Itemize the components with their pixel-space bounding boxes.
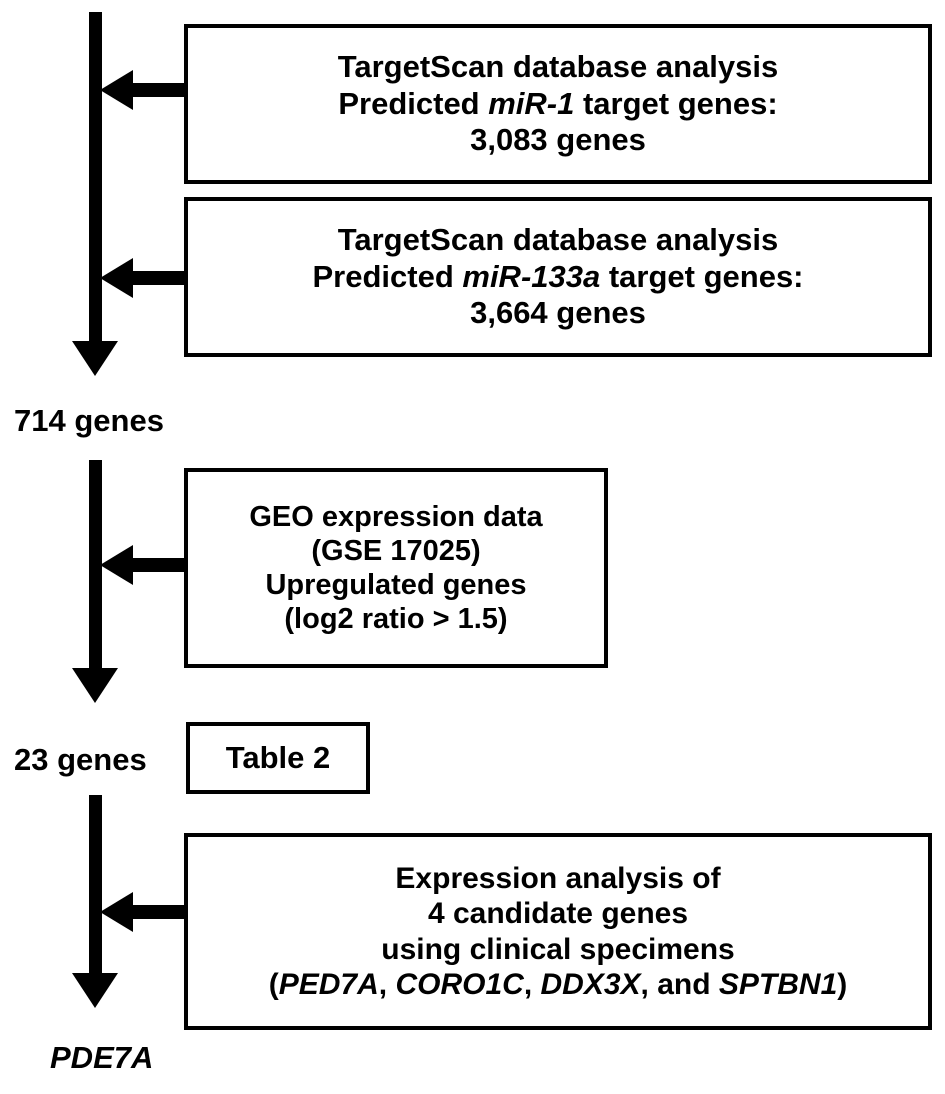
- box-expression-line2: 4 candidate genes: [427, 897, 689, 931]
- arrow-shaft: [128, 905, 188, 919]
- stage-label-23-genes: 23 genes: [14, 742, 147, 777]
- gene-separator-1: ,: [378, 967, 396, 1001]
- box-targetscan-mir1-count: 3,083 genes: [470, 122, 646, 158]
- gene-name-mir133a: miR-133a: [462, 258, 601, 294]
- box-targetscan-mir133a-line1: TargetScan database analysis: [337, 222, 779, 258]
- left-arrow-into-mir1-box: [100, 70, 186, 110]
- box-expression-gene-list: (PED7A, CORO1C, DDX3X, and SPTBN1): [269, 967, 848, 1002]
- gene-separator-2: ,: [523, 967, 541, 1001]
- box-expression-line1: Expression analysis of: [395, 861, 721, 895]
- predicted-prefix: Predicted: [338, 85, 489, 121]
- gene-name-ped7a: PED7A: [278, 967, 379, 1001]
- down-arrowhead-1: [72, 341, 118, 376]
- box-expression-line3: using clinical specimens: [381, 932, 735, 966]
- down-arrowhead-3: [72, 973, 118, 1008]
- vertical-arrow-stem-1: [89, 12, 102, 350]
- box-expression-analysis: Expression analysis of 4 candidate genes…: [184, 833, 932, 1030]
- vertical-arrow-stem-2: [89, 460, 102, 670]
- gene-name-mir1: miR-1: [488, 85, 575, 121]
- paren-close: ): [837, 967, 848, 1001]
- vertical-arrow-stem-3: [89, 795, 102, 975]
- arrow-shaft: [128, 558, 186, 572]
- box-targetscan-mir133a: TargetScan database analysis Predicted m…: [184, 197, 932, 357]
- gene-name-coro1c: CORO1C: [395, 967, 524, 1001]
- left-arrowhead: [100, 545, 133, 585]
- gene-name-ddx3x: DDX3X: [540, 967, 641, 1001]
- gene-separator-3: , and: [640, 967, 719, 1001]
- paren-open: (: [268, 967, 279, 1001]
- left-arrow-into-geo-box: [100, 545, 186, 585]
- left-arrowhead: [100, 892, 133, 932]
- box-targetscan-mir1-line1: TargetScan database analysis: [337, 49, 779, 85]
- left-arrow-into-expression-box: [100, 892, 188, 932]
- gene-name-sptbn1: SPTBN1: [718, 967, 838, 1001]
- left-arrowhead: [100, 258, 133, 298]
- stage-label-714-genes: 714 genes: [14, 403, 164, 438]
- final-gene-label-pde7a: PDE7A: [50, 1040, 154, 1075]
- box-targetscan-mir133a-line2: Predicted miR-133a target genes:: [312, 259, 803, 296]
- left-arrowhead: [100, 70, 133, 110]
- table-2-label: Table 2: [225, 739, 331, 775]
- box-geo-line1: GEO expression data: [249, 500, 543, 533]
- target-genes-suffix: target genes:: [574, 85, 778, 121]
- box-targetscan-mir1-line2: Predicted miR-1 target genes:: [338, 86, 777, 123]
- target-genes-suffix: target genes:: [600, 258, 804, 294]
- down-arrowhead-2: [72, 668, 118, 703]
- predicted-prefix: Predicted: [312, 258, 463, 294]
- box-table-2-reference[interactable]: Table 2: [186, 722, 370, 794]
- box-targetscan-mir1: TargetScan database analysis Predicted m…: [184, 24, 932, 184]
- box-geo-accession: (GSE 17025): [311, 534, 481, 567]
- arrow-shaft: [128, 83, 186, 97]
- box-geo-line3: Upregulated genes: [265, 569, 527, 601]
- left-arrow-into-mir133a-box: [100, 258, 186, 298]
- box-targetscan-mir133a-count: 3,664 genes: [470, 295, 646, 331]
- box-geo-expression: GEO expression data (GSE 17025) Upregula…: [184, 468, 608, 668]
- arrow-shaft: [128, 271, 186, 285]
- box-geo-threshold: (log2 ratio > 1.5): [284, 603, 508, 636]
